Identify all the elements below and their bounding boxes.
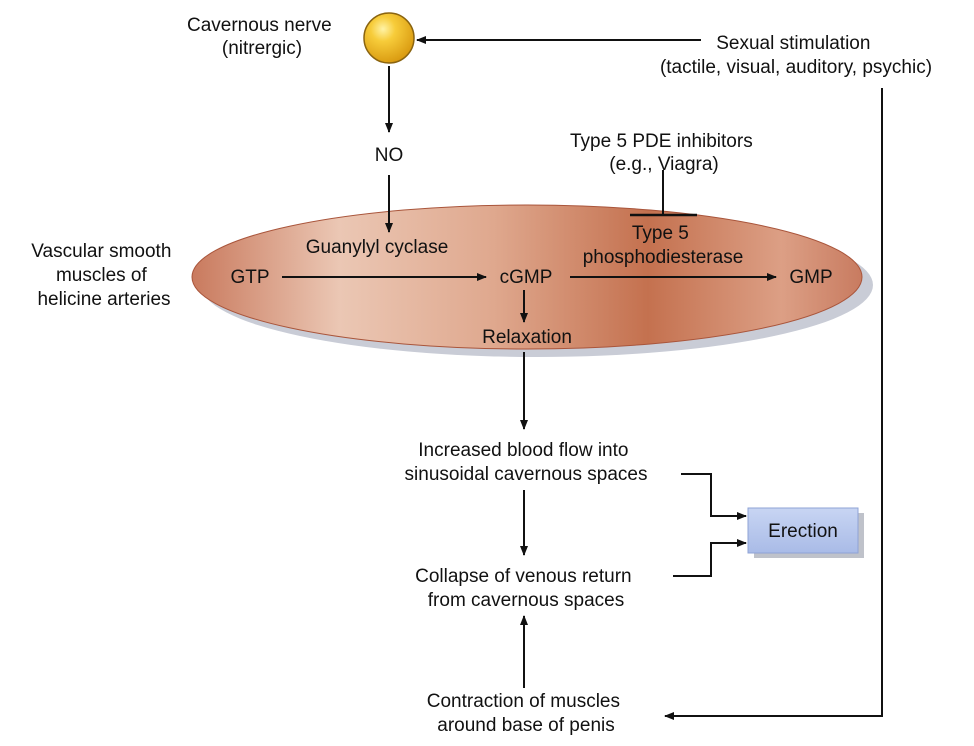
bloodflow-to-erection-arrow	[681, 473, 747, 520]
relaxation-label: Relaxation	[482, 327, 572, 348]
contraction-muscles-label: Contraction of muscles around base of pe…	[427, 691, 626, 736]
vascular-smooth-muscle-label: Vascular smooth muscles of helicine arte…	[31, 241, 176, 310]
stimulation-to-contraction-arrow	[664, 88, 883, 720]
collapse-to-erection-arrow	[673, 539, 747, 577]
pde5-label: Type 5 phosphodiesterase	[583, 223, 744, 268]
guanylyl-cyclase-label: Guanylyl cyclase	[306, 237, 449, 258]
no-label: NO	[375, 145, 404, 166]
gmp-label: GMP	[789, 267, 832, 288]
gtp-label: GTP	[230, 267, 269, 288]
smooth-muscle-ellipse	[191, 204, 863, 350]
connectors	[282, 36, 883, 720]
pde-inhibitors-label: Type 5 PDE inhibitors (e.g., Viagra)	[570, 131, 758, 175]
increased-blood-flow-label: Increased blood flow into sinusoidal cav…	[405, 440, 648, 485]
sexual-stimulation-label: Sexual stimulation (tactile, visual, aud…	[660, 33, 932, 78]
cgmp-label: cGMP	[500, 267, 553, 288]
erection-box	[747, 507, 859, 554]
collapse-venous-return-label: Collapse of venous return from cavernous…	[415, 566, 637, 611]
cavernous-nerve-icon	[363, 12, 415, 64]
cavernous-nerve-label: Cavernous nerve (nitrergic)	[187, 15, 337, 59]
erection-label: Erection	[768, 521, 838, 542]
